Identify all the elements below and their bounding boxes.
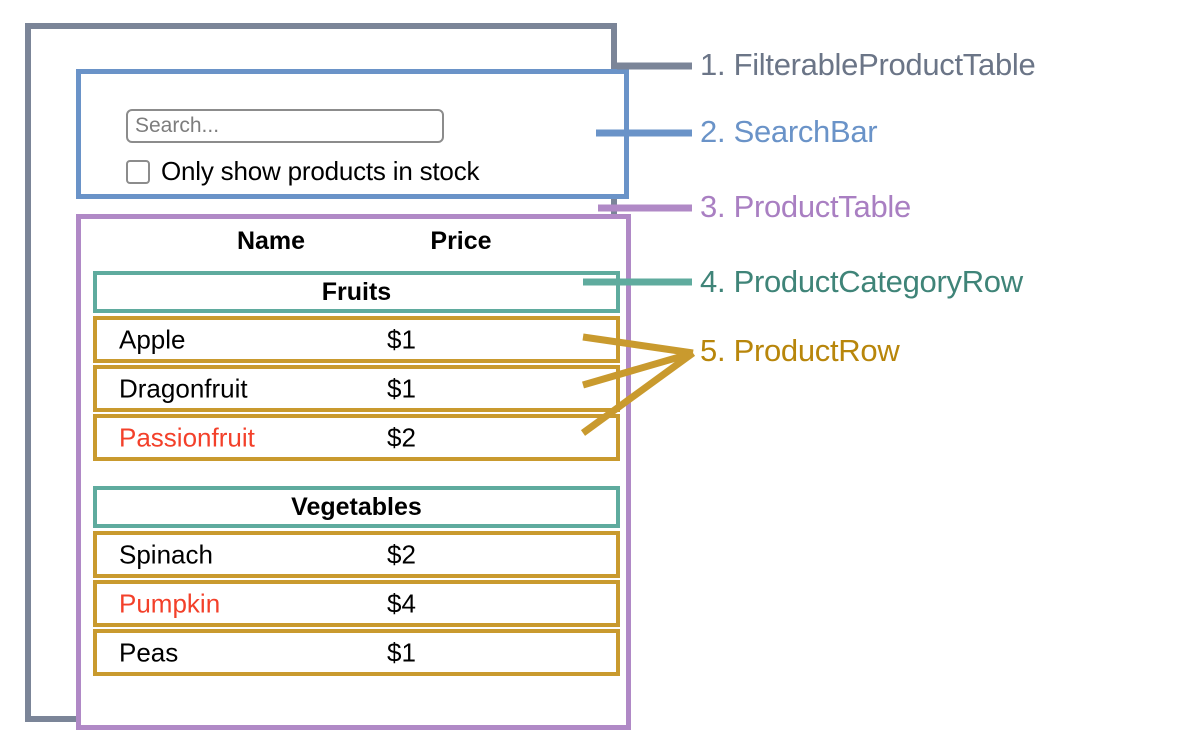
- product-name: Spinach: [119, 539, 213, 569]
- product-name: Peas: [119, 637, 179, 667]
- product-category-row: Fruits: [93, 271, 620, 313]
- product-row: Pumpkin $4: [93, 580, 620, 627]
- product-name: Dragonfruit: [119, 373, 248, 403]
- product-category-label: Vegetables: [291, 492, 422, 521]
- product-name: Passionfruit: [119, 422, 255, 452]
- filterable-product-table-container: Only show products in stock Name Price F…: [25, 23, 631, 730]
- product-price: $2: [387, 422, 416, 452]
- product-price: $4: [387, 588, 416, 618]
- product-row: Peas $1: [93, 629, 620, 676]
- product-table-container: Name Price Fruits Apple $1 Dragonfruit $…: [76, 214, 631, 730]
- search-bar-container: Only show products in stock: [76, 69, 629, 199]
- in-stock-checkbox-label: Only show products in stock: [161, 156, 480, 186]
- product-row: Dragonfruit $1: [93, 365, 620, 412]
- legend-label-product-row: 5. ProductRow: [700, 333, 900, 368]
- product-table-body: Fruits Apple $1 Dragonfruit $1 Passionfr…: [93, 271, 620, 678]
- product-price: $1: [387, 324, 416, 354]
- product-name: Pumpkin: [119, 588, 221, 618]
- column-header-price: Price: [430, 227, 492, 255]
- product-row: Apple $1: [93, 316, 620, 363]
- in-stock-checkbox[interactable]: [126, 159, 150, 184]
- legend-label-product-table: 3. ProductTable: [700, 189, 911, 224]
- legend-label-filterable-product-table: 1. FilterableProductTable: [700, 47, 1036, 82]
- product-name: Apple: [119, 324, 186, 354]
- in-stock-filter-row[interactable]: Only show products in stock: [126, 156, 479, 187]
- search-input[interactable]: [126, 109, 444, 143]
- product-category-label: Fruits: [321, 277, 392, 306]
- product-price: $2: [387, 539, 416, 569]
- product-row: Passionfruit $2: [93, 414, 620, 461]
- column-header-name: Name: [236, 227, 306, 255]
- product-price: $1: [387, 373, 416, 403]
- product-category-row: Vegetables: [93, 486, 620, 528]
- product-table-header: Name Price: [81, 227, 626, 265]
- product-row: Spinach $2: [93, 531, 620, 578]
- category-group-spacer: [93, 463, 620, 486]
- legend-label-search-bar: 2. SearchBar: [700, 114, 878, 149]
- product-price: $1: [387, 637, 416, 667]
- legend-label-product-category-row: 4. ProductCategoryRow: [700, 264, 1023, 299]
